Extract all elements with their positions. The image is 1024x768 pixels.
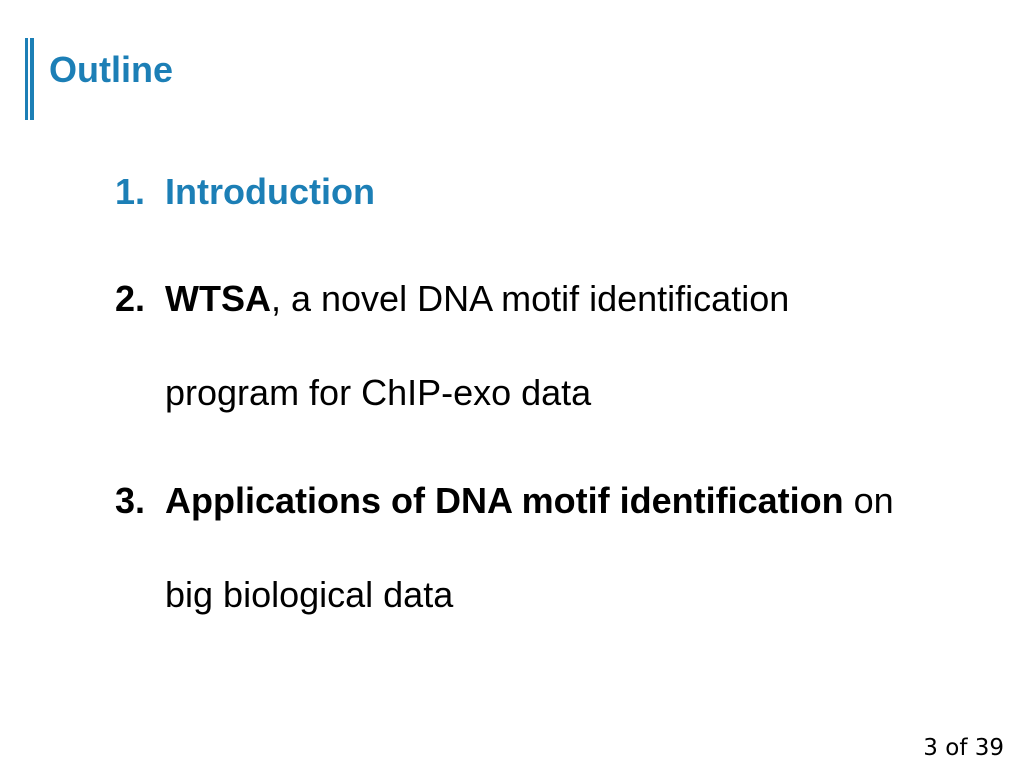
outline-item-continuation: program for ChIP-exo data — [165, 372, 592, 413]
title-accent-bar — [25, 38, 35, 120]
outline-item-number: 3. — [115, 480, 146, 521]
outline-item-bold-text: Introduction — [165, 171, 375, 212]
outline-item-number: 1. — [115, 171, 146, 212]
outline-item-bold-text: Applications of DNA motif identification — [165, 480, 844, 521]
outline-item-bold-text: WTSA — [165, 278, 271, 319]
page-number: 3 of 39 — [923, 735, 1004, 761]
outline-item-line: Introduction — [165, 170, 375, 214]
outline-item-continuation: big biological data — [165, 574, 454, 615]
outline-item-line: Applications of DNA motif identification… — [165, 479, 894, 523]
accent-bar-line-2 — [30, 38, 34, 120]
accent-bar-line-1 — [25, 38, 28, 120]
outline-item-number: 2. — [115, 278, 146, 319]
outline-item-regular-text: , a novel DNA motif identification — [270, 278, 790, 319]
outline-item-line: WTSA, a novel DNA motif identification — [165, 277, 789, 321]
slide-title: Outline — [49, 49, 173, 90]
outline-item-regular-text: on — [843, 480, 894, 521]
